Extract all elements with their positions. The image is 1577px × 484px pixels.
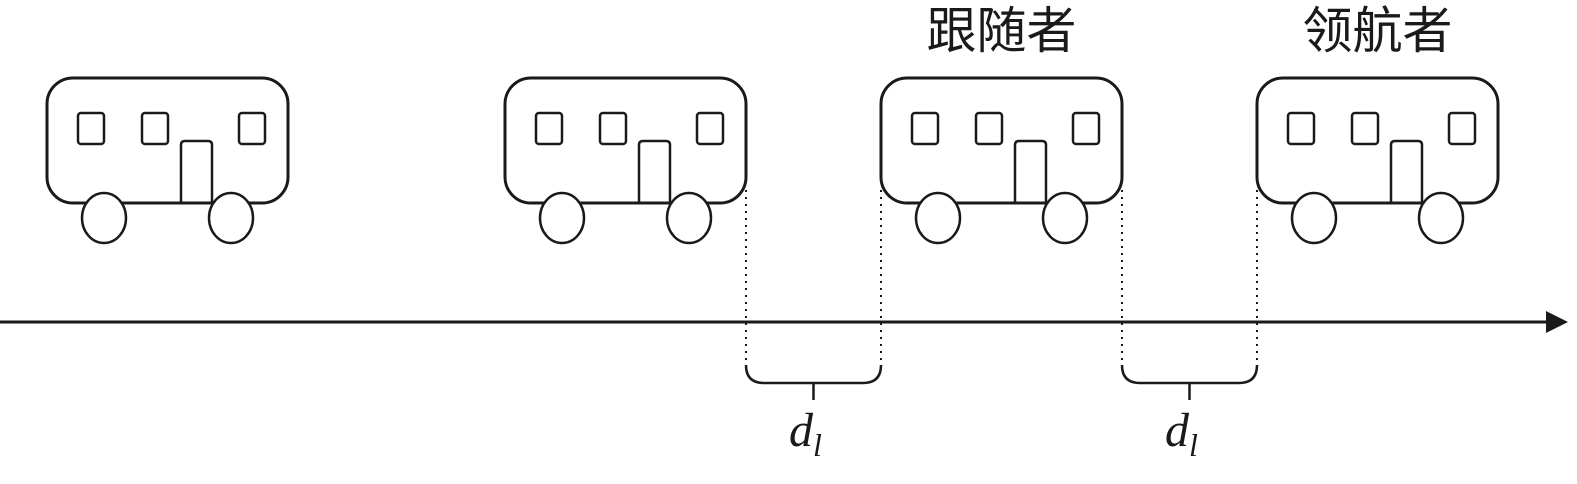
gap-symbol: d	[1165, 404, 1190, 457]
vehicle-role-label: 跟随者	[927, 2, 1077, 60]
arrow-right-icon	[1546, 311, 1568, 333]
wheel-2	[1417, 191, 1465, 245]
wheel-1	[80, 191, 128, 245]
gap-brace	[744, 364, 883, 385]
window-1	[534, 111, 564, 146]
vehicle-role-label: 领航者	[1303, 2, 1453, 60]
wheel-1	[538, 191, 586, 245]
window-2	[1350, 111, 1380, 146]
vehicle-body	[45, 76, 290, 205]
window-2	[974, 111, 1004, 146]
wheel-2	[1041, 191, 1089, 245]
gap-marker-1: dl	[744, 190, 883, 463]
vehicle-3: 跟随者	[879, 2, 1124, 245]
wheel-2	[207, 191, 255, 245]
vehicle-body	[879, 76, 1124, 205]
wheel-1	[1290, 191, 1338, 245]
window-1	[1286, 111, 1316, 146]
window-2	[598, 111, 628, 146]
gap-symbol: d	[789, 404, 814, 457]
vehicles: 跟随者 领航者	[45, 2, 1500, 245]
window-3	[1071, 111, 1101, 146]
window-1	[910, 111, 940, 146]
window-3	[1447, 111, 1477, 146]
door	[1013, 139, 1048, 203]
wheel-2	[665, 191, 713, 245]
motion-axis	[0, 311, 1568, 333]
window-3	[695, 111, 725, 146]
window-3	[237, 111, 267, 146]
gap-distance-label: dl	[1165, 404, 1198, 463]
gap-marker-2: dl	[1120, 190, 1259, 463]
door	[637, 139, 672, 203]
vehicle-4: 领航者	[1255, 2, 1500, 245]
window-2	[140, 111, 170, 146]
vehicle-body	[1255, 76, 1500, 205]
window-1	[76, 111, 106, 146]
wheel-1	[914, 191, 962, 245]
vehicle-body	[503, 76, 748, 205]
door	[179, 139, 214, 203]
gap-subscript: l	[813, 427, 822, 463]
gap-distance-label: dl	[789, 404, 822, 463]
gap-subscript: l	[1189, 427, 1198, 463]
gap-brace	[1120, 364, 1259, 385]
door	[1389, 139, 1424, 203]
vehicle-2	[503, 76, 748, 245]
vehicle-1	[45, 76, 290, 245]
